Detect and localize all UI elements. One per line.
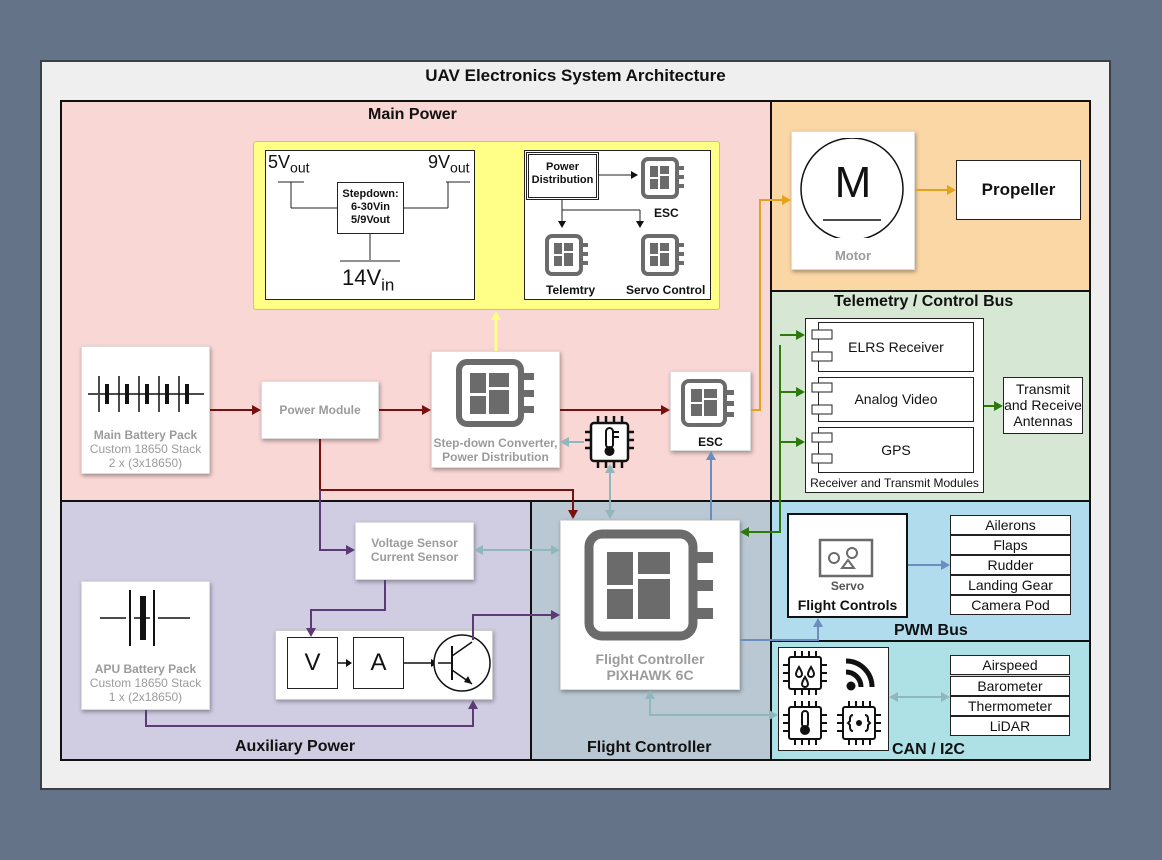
esc-chip-icon	[681, 379, 734, 427]
main-battery-line-1: Custom 18650 Stack	[89, 442, 202, 456]
propeller-label: Propeller	[981, 180, 1056, 199]
pwm-output-flaps: Flaps	[950, 535, 1071, 555]
motor-symbol-icon	[800, 138, 904, 238]
main-battery-title: Main Battery Pack	[93, 428, 198, 442]
can-sensor-thermometer: Thermometer	[950, 696, 1070, 716]
vout-5v-sub: out	[290, 159, 310, 176]
pwm-output-rudder: Rudder	[950, 555, 1071, 575]
inset-servo-label: Servo Control	[626, 283, 706, 297]
servo-icon-label: Servo	[830, 579, 865, 593]
antennas-line-2: and Receive	[1004, 397, 1082, 413]
gps-label: GPS	[881, 442, 911, 458]
pwm-output-landing-gear: Landing Gear	[950, 575, 1071, 595]
vout-5v-label: 5Vout	[268, 152, 310, 176]
apu-battery-line-1: Custom 18650 Stack	[89, 676, 202, 690]
main-battery-card	[81, 346, 210, 474]
flight-controller-chip-icon	[584, 529, 713, 641]
power-distribution-box: Power Distribution	[526, 152, 599, 200]
battery-stack-icon	[88, 376, 204, 412]
vout-9v-label: 9Vout	[428, 152, 470, 176]
inset-esc-label: ESC	[654, 206, 679, 220]
esc-label: ESC	[698, 435, 723, 449]
voltmeter-box: V	[287, 637, 338, 689]
stepdown-line-1: Stepdown:	[342, 188, 399, 200]
motor-label: Motor	[834, 248, 872, 263]
pwm-bus-label: PWM Bus	[894, 622, 968, 639]
servo-label: Flight Controls	[797, 597, 898, 613]
power-module-card: Power Module	[261, 381, 379, 439]
vout-9v-text: 9V	[428, 152, 451, 172]
elrs-receiver-module: ELRS Receiver	[818, 322, 974, 372]
flight-controller-label: Flight Controller	[587, 739, 712, 756]
voltmeter-label: V	[304, 649, 321, 676]
main-battery-line-2: 2 x (3x18650)	[108, 456, 183, 470]
can-sensor-barometer: Barometer	[950, 676, 1070, 696]
voltage-sensor-card: Voltage Sensor Current Sensor	[355, 522, 474, 580]
antennas-box: Transmit and Receive Antennas	[1003, 377, 1083, 434]
inset-esc-chip-icon	[641, 157, 684, 199]
inset-telemetry-chip-icon	[545, 234, 588, 276]
voltage-sensor-line-2: Current Sensor	[370, 550, 459, 564]
stepdown-converter-line-2: Power Distribution	[442, 450, 549, 464]
voltage-sensor-line-1: Voltage Sensor	[371, 536, 458, 550]
stepdown-converter-line-1: Step-down Converter,	[433, 436, 558, 450]
apu-battery-icon	[100, 590, 190, 646]
vin-text: 14V	[342, 265, 382, 290]
can-sensor-lidar: LiDAR	[950, 716, 1070, 736]
inset-servo-chip-icon	[641, 234, 684, 276]
stepdown-line-2: 6-30Vin	[351, 201, 390, 213]
ammeter-box: A	[353, 637, 404, 689]
telemetry-label: Telemetry / Control Bus	[834, 293, 1014, 310]
flight-controller-text: Flight Controller PIXHAWK 6C	[560, 651, 740, 683]
stepdown-box: Stepdown: 6-30Vin 5/9Vout	[337, 182, 404, 234]
apu-battery-text: APU Battery Pack Custom 18650 Stack 1 x …	[81, 662, 210, 704]
analog-video-module: Analog Video	[818, 377, 974, 422]
elrs-receiver-label: ELRS Receiver	[848, 339, 944, 355]
power-distribution-line-2: Distribution	[531, 174, 594, 186]
aux-power-label: Auxiliary Power	[235, 738, 356, 755]
antennas-line-3: Antennas	[1013, 413, 1073, 429]
can-sensor-airspeed: Airspeed	[950, 655, 1070, 675]
diagram-title: UAV Electronics System Architecture	[425, 66, 726, 85]
motor-symbol: M	[834, 158, 872, 207]
flight-controller-line-2: PIXHAWK 6C	[606, 667, 694, 683]
gps-module: GPS	[818, 427, 974, 473]
receiver-modules-caption: Receiver and Transmit Modules	[810, 476, 979, 490]
analog-video-label: Analog Video	[854, 391, 938, 407]
temperature-sensor-chip-icon	[585, 416, 634, 468]
servo-icon	[818, 538, 874, 578]
transistor-switch-icon	[338, 634, 491, 692]
power-distribution-line-1: Power	[545, 161, 579, 173]
main-power-label: Main Power	[368, 106, 457, 123]
stepdown-converter-chip-icon	[456, 359, 534, 427]
vin-label: 14Vin	[342, 265, 394, 295]
module-ports-icon	[811, 329, 833, 464]
pwm-output-camera-pod: Camera Pod	[950, 595, 1071, 615]
apu-battery-title: APU Battery Pack	[94, 662, 197, 676]
can-sensor-icons-box	[778, 647, 889, 751]
stepdown-converter-text: Step-down Converter, Power Distribution	[425, 436, 566, 464]
inset-telemetry-label: Telemtry	[546, 283, 596, 297]
vout-5v-text: 5V	[268, 152, 291, 172]
propeller-box: Propeller	[956, 160, 1081, 220]
ammeter-label: A	[370, 649, 387, 676]
can-i2c-label: CAN / I2C	[892, 741, 965, 758]
power-module-label: Power Module	[279, 403, 361, 417]
antennas-line-1: Transmit	[1016, 381, 1070, 397]
pwm-output-ailerons: Ailerons	[950, 515, 1071, 535]
vin-sub: in	[381, 275, 395, 295]
can-sensor-icons	[783, 651, 881, 745]
main-battery-text: Main Battery Pack Custom 18650 Stack 2 x…	[81, 428, 210, 470]
apu-battery-line-2: 1 x (2x18650)	[108, 690, 183, 704]
flight-controller-line-1: Flight Controller	[595, 651, 705, 667]
stepdown-line-3: 5/9Vout	[351, 214, 390, 226]
vout-9v-sub: out	[450, 159, 470, 176]
